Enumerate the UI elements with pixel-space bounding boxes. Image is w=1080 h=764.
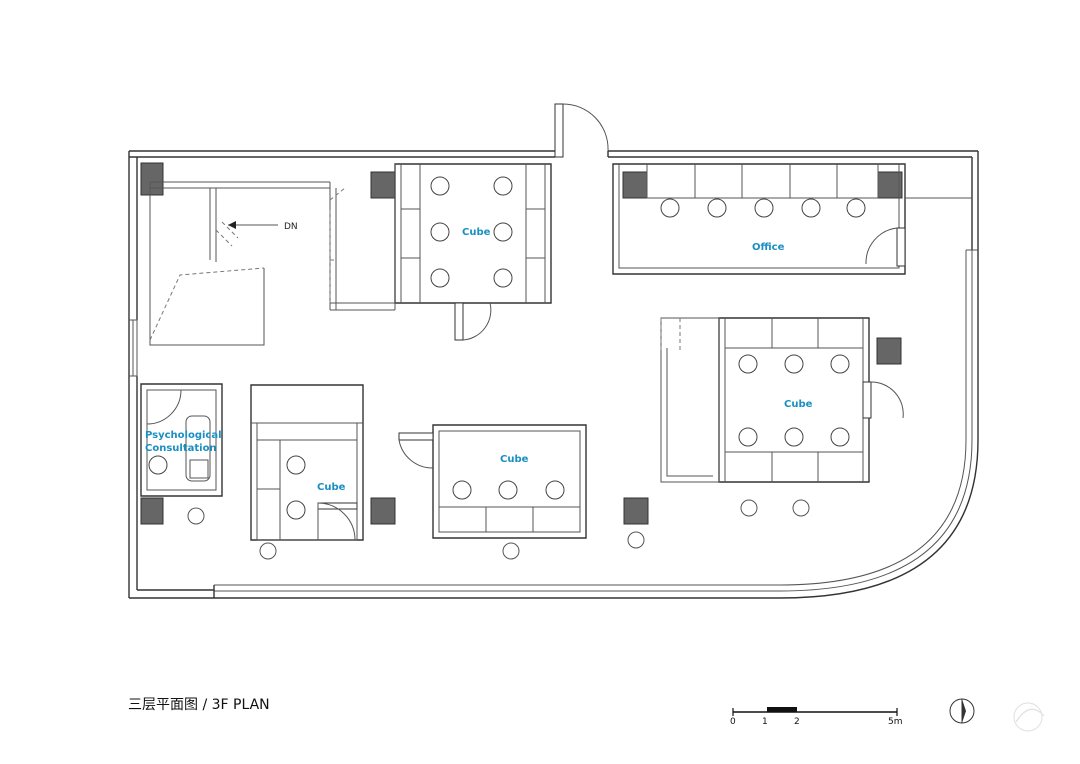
north-arrow-icon <box>949 698 975 724</box>
outer-walls <box>128 150 979 599</box>
chairs-psych <box>148 455 168 475</box>
cube-right-room <box>660 317 904 483</box>
room-label-psych-line1: Psychological <box>145 430 222 441</box>
entrance-door <box>554 103 609 158</box>
cube-top-room <box>329 163 552 341</box>
room-label-cube-top: Cube <box>462 227 491 238</box>
stools <box>187 499 810 560</box>
watermark-logo <box>1013 702 1045 732</box>
office-room <box>612 163 972 275</box>
room-label-cube-right: Cube <box>784 399 813 410</box>
room-label-psych-line2: Consultation <box>145 443 217 454</box>
columns <box>140 162 903 525</box>
scale-bar: 0 1 2 5m <box>730 707 903 727</box>
plan-title: 三层平面图 / 3F PLAN <box>128 697 270 713</box>
room-label-cube-center: Cube <box>500 454 529 465</box>
chairs-office <box>660 198 866 218</box>
stair: DN <box>149 181 346 346</box>
chairs-cube-top <box>430 176 513 288</box>
room-label-office: Office <box>752 242 785 253</box>
chairs-cube-center <box>452 480 565 500</box>
cube-center-room <box>398 424 587 539</box>
room-label-cube-left: Cube <box>317 482 346 493</box>
scale-label-5m: 5m <box>888 717 903 727</box>
cube-left-room <box>250 384 364 541</box>
stair-direction-label: DN <box>284 222 298 232</box>
chairs-cube-left <box>286 455 306 520</box>
scale-label-1: 1 <box>762 717 768 727</box>
chairs-cube-right <box>738 354 850 447</box>
scale-label-0: 0 <box>730 717 736 727</box>
scale-label-2: 2 <box>794 717 800 727</box>
psych-room <box>140 383 223 497</box>
